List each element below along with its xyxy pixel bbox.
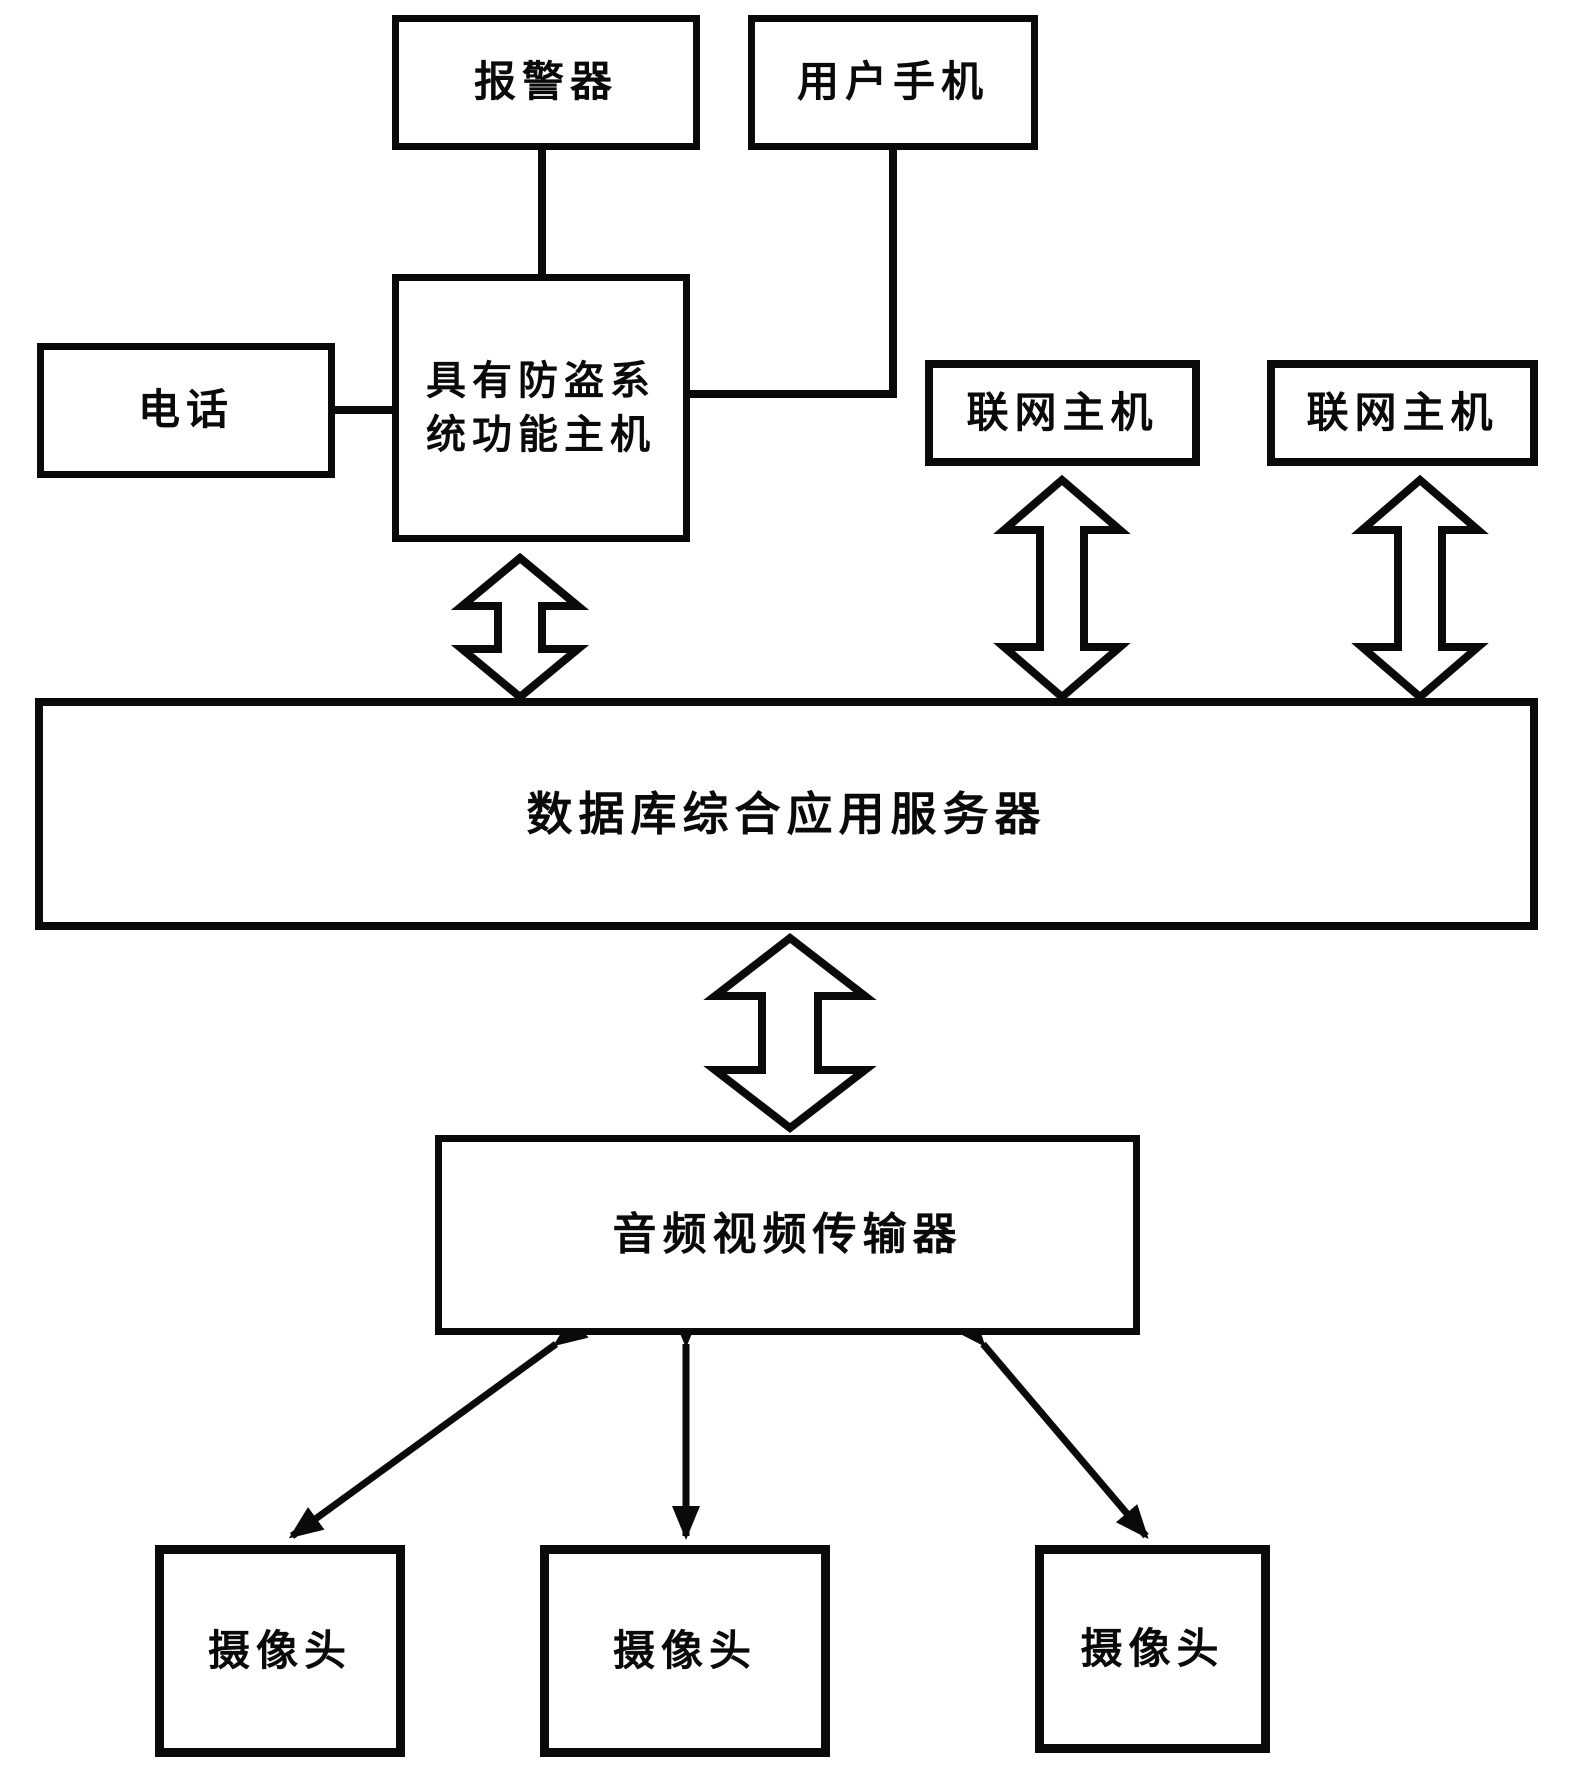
node-av-transmitter: 音频视频传输器: [435, 1135, 1140, 1335]
node-camera-3: 摄像头: [1035, 1545, 1270, 1753]
connector-telephone-host: [333, 406, 394, 414]
arrow-transmitter-camera3: [952, 1312, 1149, 1540]
node-telephone: 电话: [37, 343, 335, 478]
node-alarm: 报警器: [392, 15, 700, 150]
node-database-server: 数据库综合应用服务器: [35, 698, 1538, 930]
node-camera-1-label: 摄像头: [207, 1626, 352, 1674]
node-antitheft-host-label-line2: 统功能主机: [426, 413, 656, 457]
connector-userphone-vertical: [889, 148, 897, 398]
node-networked-host-2: 联网主机: [1267, 360, 1538, 466]
node-networked-host-2-label: 联网主机: [1306, 388, 1499, 436]
hollow-arrow-server-transmitter: [703, 932, 877, 1134]
node-database-server-label: 数据库综合应用服务器: [526, 787, 1047, 840]
hollow-arrow-nethost1-server: [993, 474, 1131, 703]
arrow-transmitter-camera1: [288, 1315, 589, 1539]
node-antitheft-host-label-line1: 具有防盗系: [426, 359, 656, 403]
node-camera-1: 摄像头: [155, 1545, 405, 1757]
node-networked-host-1-label: 联网主机: [966, 388, 1159, 436]
node-user-phone: 用户手机: [748, 15, 1038, 150]
node-networked-host-1: 联网主机: [925, 360, 1200, 466]
connector-userphone-horizontal: [688, 390, 897, 398]
hollow-arrow-nethost2-server: [1351, 474, 1489, 703]
node-antitheft-host: 具有防盗系 统功能主机: [392, 274, 690, 542]
node-camera-2: 摄像头: [540, 1545, 830, 1757]
connector-alarm-host: [538, 148, 546, 276]
node-av-transmitter-label: 音频视频传输器: [612, 1210, 963, 1260]
hollow-arrow-host-server: [450, 552, 590, 703]
node-alarm-label: 报警器: [473, 58, 618, 106]
node-antitheft-host-label: 具有防盗系 统功能主机: [426, 354, 656, 462]
node-telephone-label: 电话: [137, 386, 234, 434]
node-user-phone-label: 用户手机: [796, 58, 989, 106]
node-camera-3-label: 摄像头: [1080, 1624, 1225, 1672]
node-camera-2-label: 摄像头: [612, 1626, 757, 1674]
